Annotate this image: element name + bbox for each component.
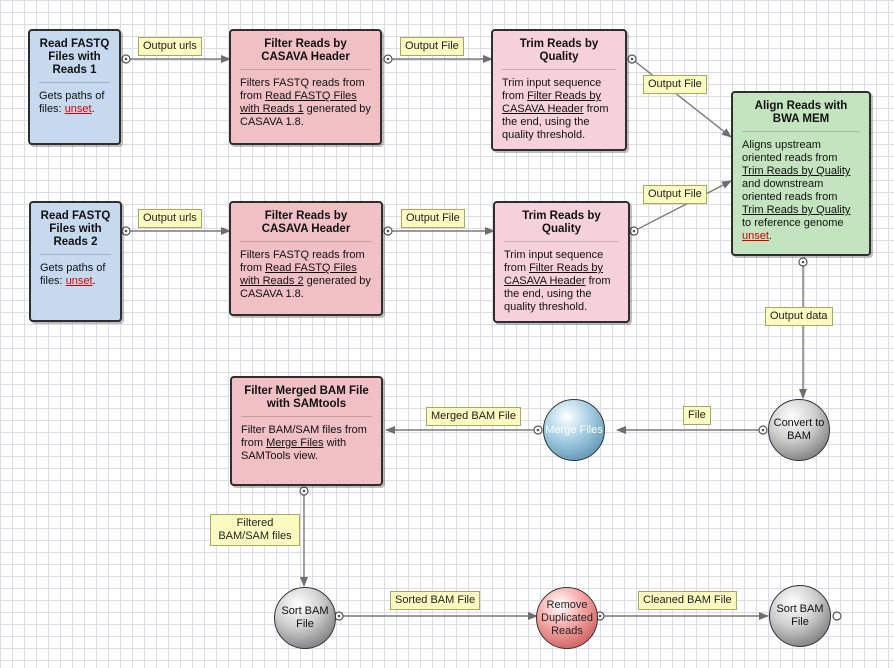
- wire-trim2-align: [633, 180, 732, 232]
- param-link[interactable]: Read FASTQ Files with Reads 2: [240, 262, 357, 287]
- node-read-fastq-1[interactable]: Read FASTQ Files with Reads 1 Gets paths…: [28, 29, 121, 145]
- node-title: Filter Reads by CASAVA Header: [240, 38, 371, 70]
- node-title: Read FASTQ Files with Reads 2: [40, 210, 111, 255]
- node-filter-merged-bam[interactable]: Filter Merged BAM File with SAMtools Fil…: [230, 376, 383, 486]
- node-desc: Gets paths of files: unset.: [40, 262, 106, 287]
- param-link[interactable]: Filter Reads by CASAVA Header: [502, 90, 602, 115]
- node-desc: Trim input sequence from Filter Reads by…: [504, 249, 611, 313]
- node-desc: Trim input sequence from Filter Reads by…: [502, 77, 609, 141]
- node-filter-casava-1[interactable]: Filter Reads by CASAVA Header Filters FA…: [229, 29, 382, 145]
- port-empty: [832, 611, 842, 621]
- node-label: Sort BAM File: [281, 605, 329, 630]
- node-title: Trim Reads by Quality: [502, 38, 616, 70]
- param-link[interactable]: unset: [742, 230, 769, 242]
- wire-trim1-align: [631, 58, 732, 138]
- edge-label[interactable]: Output File: [643, 75, 707, 94]
- node-trim-quality-2[interactable]: Trim Reads by Quality Trim input sequenc…: [493, 201, 630, 323]
- node-filter-casava-2[interactable]: Filter Reads by CASAVA Header Filters FA…: [229, 201, 383, 316]
- edge-label[interactable]: Output File: [643, 185, 707, 204]
- edge-label[interactable]: Output File: [400, 37, 464, 56]
- edge-label[interactable]: Output data: [765, 307, 833, 326]
- node-title: Read FASTQ Files with Reads 1: [39, 38, 110, 83]
- param-link[interactable]: Trim Reads by Quality: [742, 204, 851, 216]
- param-link[interactable]: Trim Reads by Quality: [742, 165, 851, 177]
- node-desc: Aligns upstream oriented reads from Trim…: [742, 139, 851, 242]
- edge-label[interactable]: Filtered BAM/SAM files: [210, 514, 300, 546]
- node-trim-quality-1[interactable]: Trim Reads by Quality Trim input sequenc…: [491, 29, 627, 151]
- node-sort-bam-1[interactable]: Sort BAM File: [274, 587, 336, 649]
- node-title: Filter Reads by CASAVA Header: [240, 210, 372, 242]
- node-remove-duplicated-reads[interactable]: Remove Duplicated Reads: [536, 587, 598, 649]
- param-link[interactable]: Merge Files: [266, 437, 324, 449]
- node-title: Align Reads with BWA MEM: [742, 100, 860, 132]
- edge-label[interactable]: Merged BAM File: [426, 407, 521, 426]
- node-label: Remove Duplicated Reads: [541, 598, 593, 637]
- node-desc: Gets paths of files: unset.: [39, 90, 105, 115]
- node-title: Filter Merged BAM File with SAMtools: [241, 385, 372, 417]
- param-link[interactable]: Read FASTQ Files with Reads 1: [240, 90, 357, 115]
- param-link[interactable]: unset: [64, 103, 92, 115]
- node-label: Sort BAM File: [776, 603, 824, 628]
- node-sort-bam-2[interactable]: Sort BAM File: [769, 585, 831, 647]
- node-desc: Filter BAM/SAM files from from Merge Fil…: [241, 424, 367, 462]
- edge-label[interactable]: Cleaned BAM File: [638, 591, 737, 610]
- edge-label[interactable]: Sorted BAM File: [390, 591, 481, 610]
- node-read-fastq-2[interactable]: Read FASTQ Files with Reads 2 Gets paths…: [29, 201, 122, 322]
- node-merge-files[interactable]: Merge Files: [543, 399, 605, 461]
- node-desc: Filters FASTQ reads from from Read FASTQ…: [240, 77, 371, 128]
- param-link[interactable]: Filter Reads by CASAVA Header: [504, 262, 604, 287]
- node-label: Merge Files: [545, 423, 603, 436]
- node-convert-to-bam[interactable]: Convert to BAM: [768, 399, 830, 461]
- node-desc: Filters FASTQ reads from from Read FASTQ…: [240, 249, 371, 300]
- edge-label[interactable]: File: [683, 406, 711, 425]
- edge-label[interactable]: Output urls: [138, 37, 202, 56]
- edge-label[interactable]: Output urls: [138, 209, 202, 228]
- node-label: Convert to BAM: [773, 417, 825, 442]
- node-align-bwa-mem[interactable]: Align Reads with BWA MEM Aligns upstream…: [731, 91, 871, 256]
- param-link[interactable]: unset: [65, 275, 93, 287]
- node-title: Trim Reads by Quality: [504, 210, 619, 242]
- edge-label[interactable]: Output File: [401, 209, 465, 228]
